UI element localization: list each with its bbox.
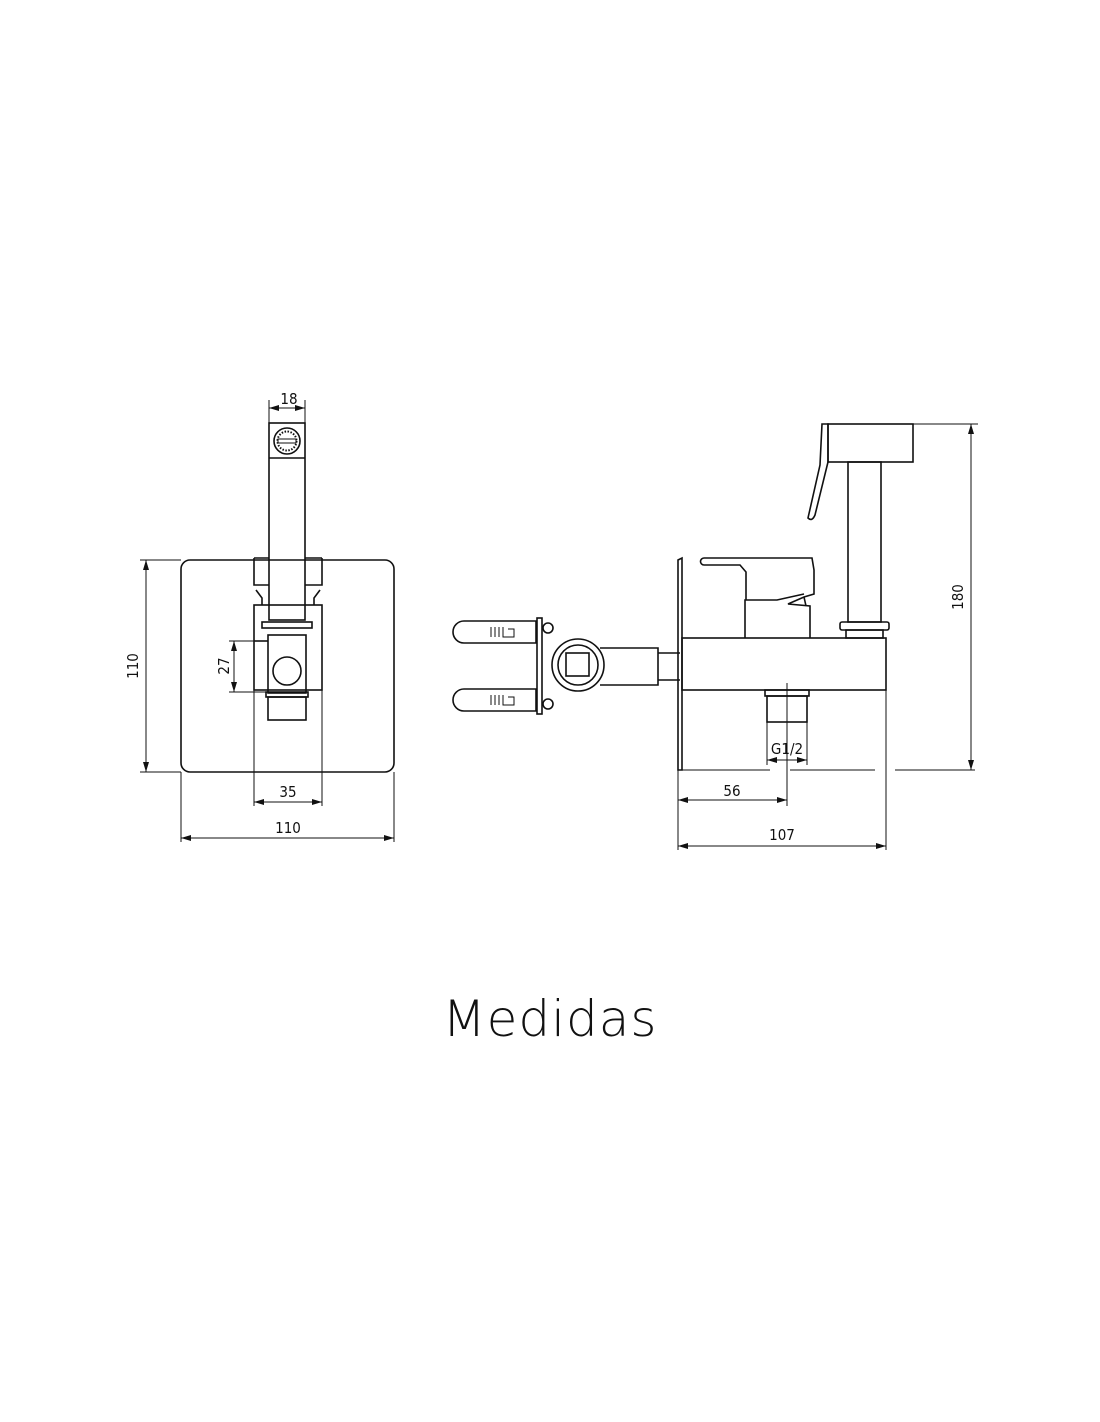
spout <box>268 422 306 621</box>
valve-body <box>253 604 323 691</box>
page-title: Medidas <box>442 990 658 1048</box>
dim-plate-height: 110 <box>124 653 142 679</box>
valve-cartridge <box>452 617 680 715</box>
trigger-lever <box>807 423 829 521</box>
dim-outlet-offset: 56 <box>723 782 740 800</box>
hand-shower-head <box>827 423 914 463</box>
dim-inlet-height: 27 <box>215 657 233 674</box>
dim-total-height: 180 <box>949 584 967 610</box>
lever-handle <box>699 557 815 638</box>
hand-shower-stem <box>847 461 882 623</box>
inlet-nut <box>267 696 307 721</box>
dim-spout-width: 18 <box>280 390 297 408</box>
dim-depth: 107 <box>769 826 795 844</box>
side-view: G1/2 56 107 180 <box>452 423 978 850</box>
dim-body-width: 35 <box>279 783 296 801</box>
wall-plate <box>180 559 395 773</box>
mixer-body <box>681 637 887 691</box>
front-view: 18 110 27 35 110 <box>124 390 395 842</box>
spray-nozzle-icon <box>273 427 301 455</box>
dim-plate-width: 110 <box>275 819 301 837</box>
dim-thread: G1/2 <box>771 740 803 758</box>
